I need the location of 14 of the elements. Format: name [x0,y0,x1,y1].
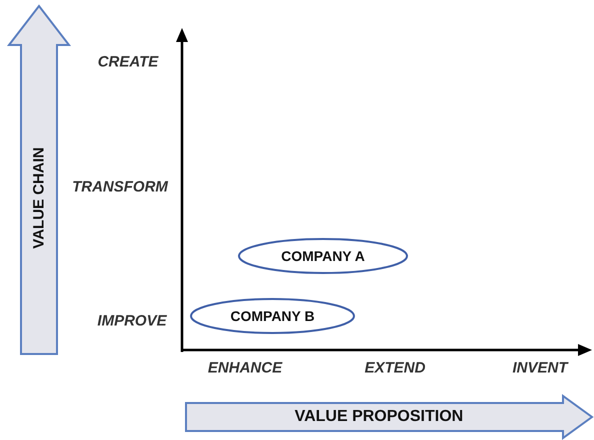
axis-category-label: IMPROVE [97,312,167,330]
axis-category-label: ENHANCE [208,360,282,376]
axis-category-label: TRANSFORM [72,178,168,196]
node-label: COMPANY A [281,248,365,264]
axis-category-label: EXTEND [364,360,426,376]
block-arrow [8,5,70,355]
ellipse-node [238,238,408,274]
axis-category-label: INVENT [512,360,568,376]
node-label: VALUE PROPOSITION [294,408,464,426]
node-label: COMPANY B [230,308,315,324]
ellipse-node [190,298,355,334]
node-label: VALUE CHAIN [30,146,48,248]
axis-category-label: CREATE [98,54,158,70]
block-arrow [185,395,593,439]
